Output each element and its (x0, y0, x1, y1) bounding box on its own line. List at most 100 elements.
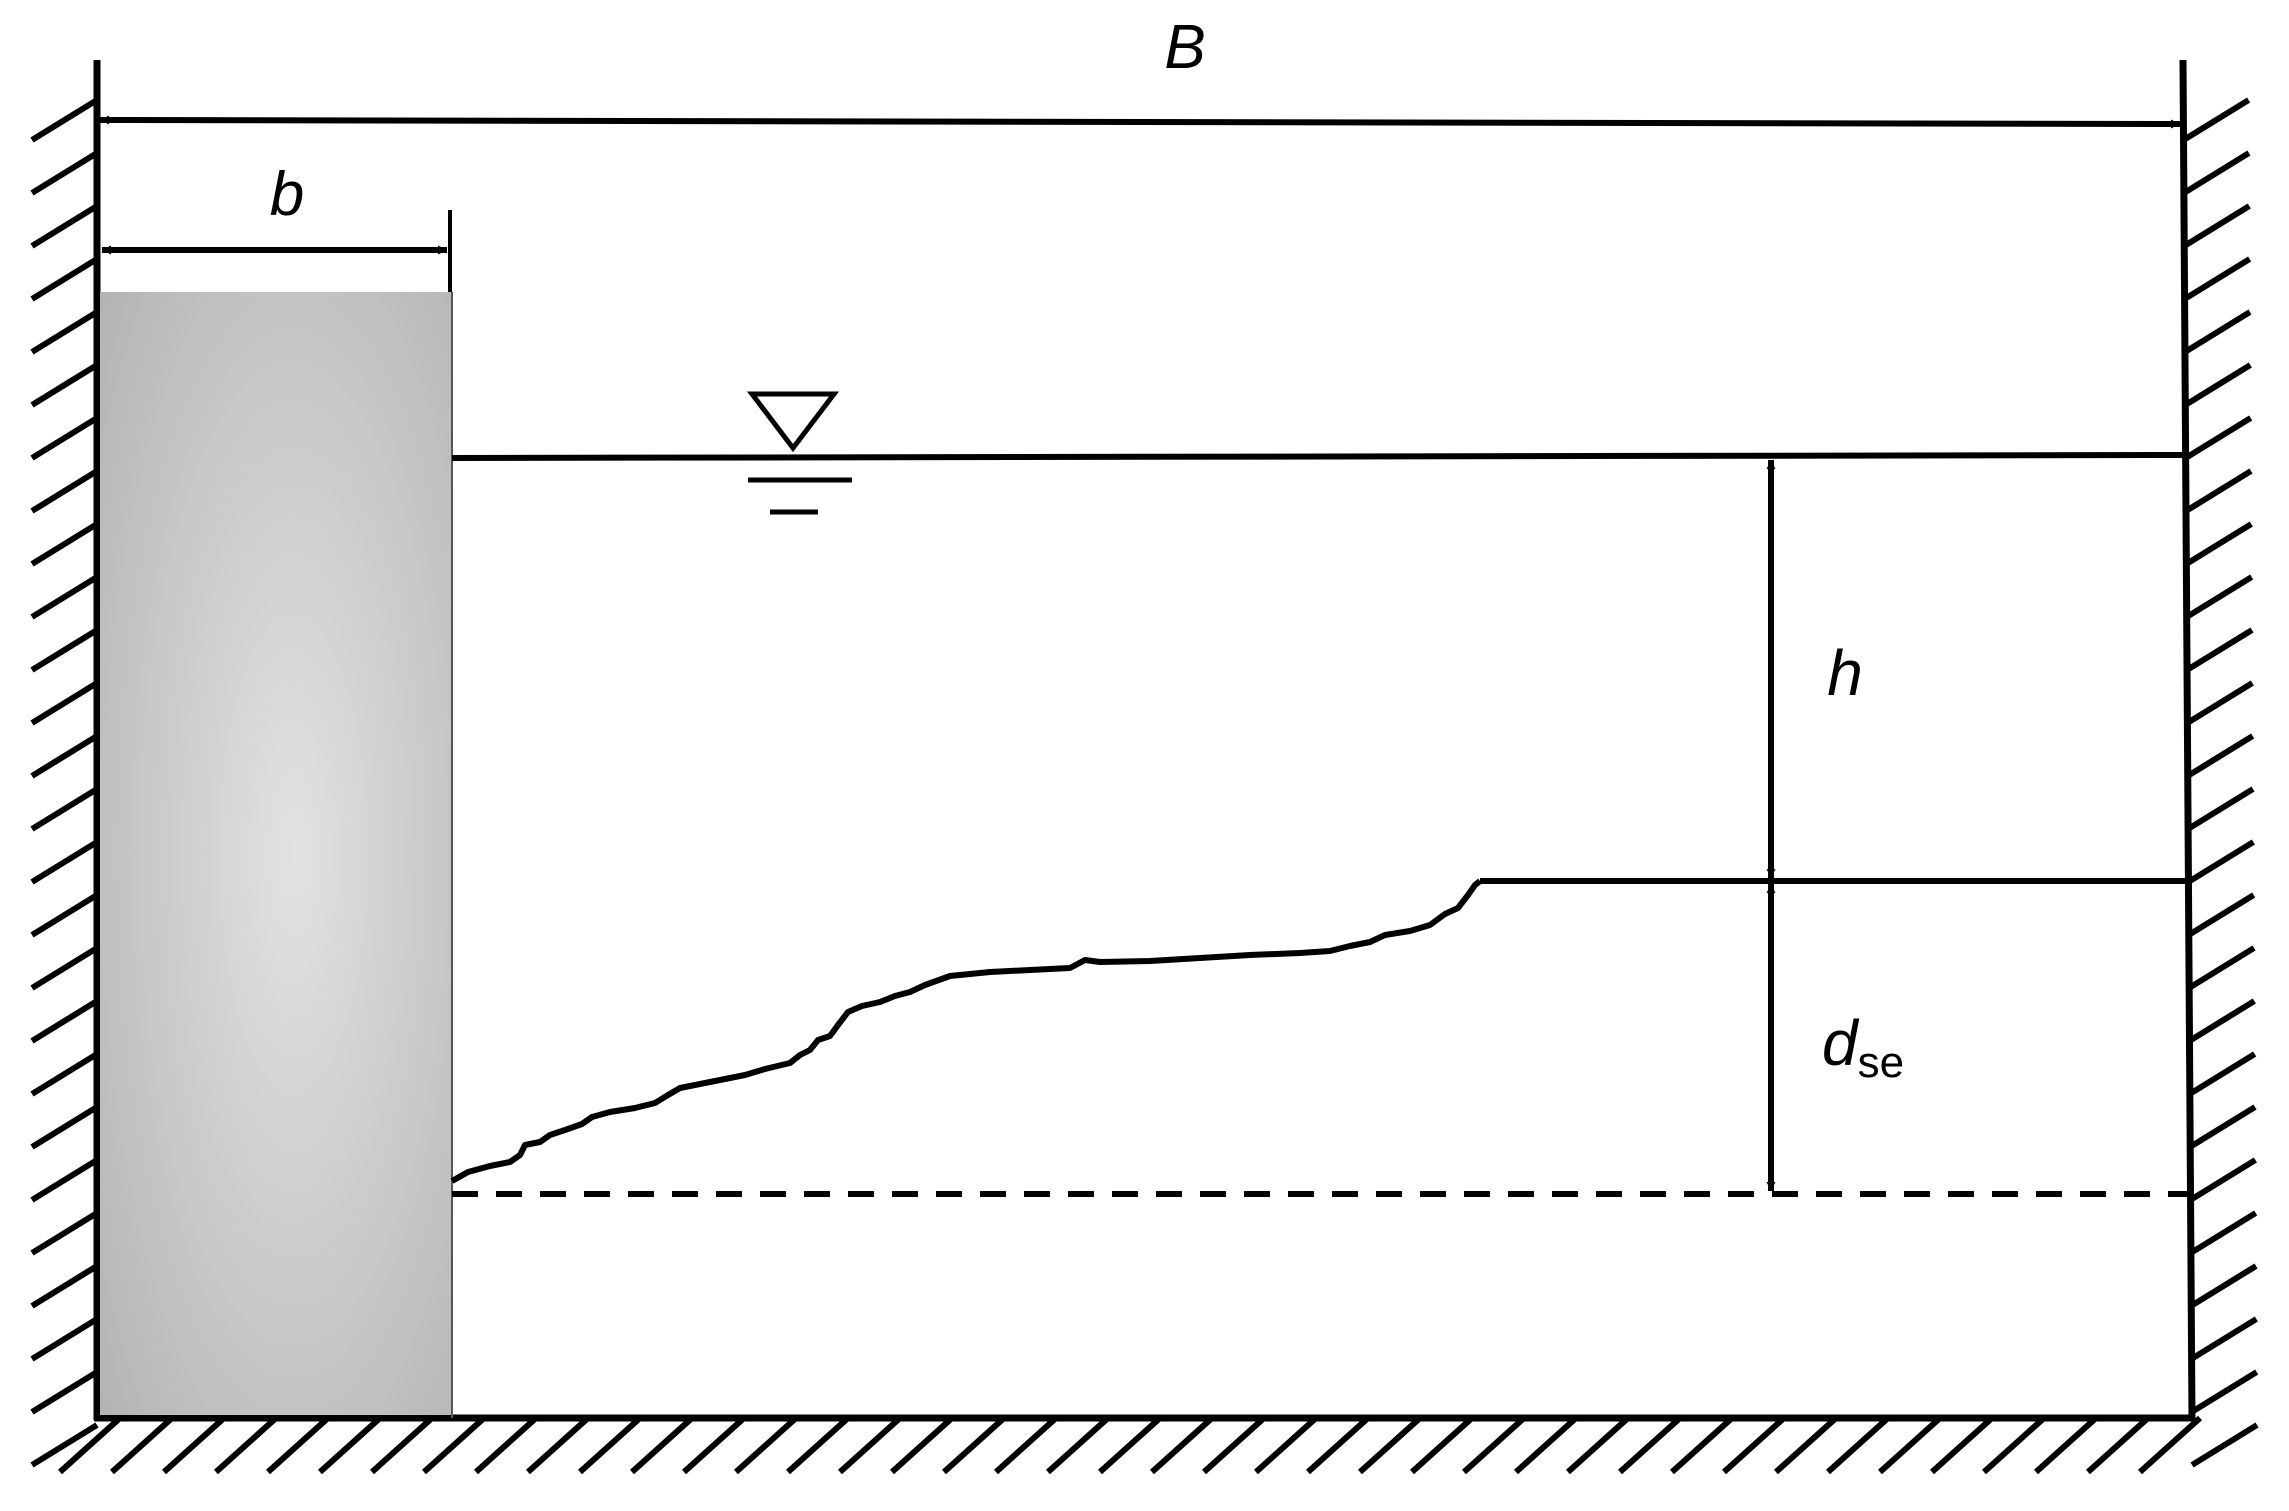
hatch-mark (1981, 1415, 2047, 1475)
scour-profile (450, 878, 1482, 1184)
hatch-mark (317, 1415, 383, 1475)
hatch-mark (1409, 1415, 1475, 1475)
hatch-mark (2189, 1210, 2258, 1256)
hatch-mark (30, 362, 99, 408)
hatch-mark (30, 1157, 99, 1203)
hatch-mark (57, 1415, 123, 1475)
hatch-mark (2185, 574, 2254, 620)
hatch-mark (1565, 1415, 1631, 1475)
hatch-mark (2185, 627, 2254, 673)
hatch-mark (1357, 1415, 1423, 1475)
h-label: h (1827, 637, 1863, 709)
hatch-mark (2188, 1157, 2257, 1203)
hatch-mark (30, 998, 99, 1044)
hatch-mark (30, 150, 99, 196)
hatch-mark (2187, 945, 2256, 991)
hatch-mark (30, 574, 99, 620)
hatch-mark (2184, 521, 2253, 567)
hatch-mark (2183, 362, 2252, 408)
hatch-mark (525, 1415, 591, 1475)
hatch-mark (30, 203, 99, 249)
hatch-mark (30, 1422, 99, 1468)
hatch-mark (2187, 998, 2256, 1044)
hatch-mark (30, 680, 99, 726)
hatch-mark (2190, 1422, 2259, 1468)
hatch-mark (2186, 786, 2255, 832)
hatch-mark (30, 733, 99, 779)
hatch-mark (30, 415, 99, 461)
hatch-mark (30, 786, 99, 832)
dse-label: dse (1822, 1007, 1904, 1087)
hatch-mark (421, 1415, 487, 1475)
hatch-mark (2033, 1415, 2099, 1475)
hatch-mark (837, 1415, 903, 1475)
hatch-mark (30, 1104, 99, 1150)
hatch-mark (2188, 1051, 2257, 1097)
hatch-mark (369, 1415, 435, 1475)
hatch-mark (2137, 1415, 2203, 1475)
hatch-mark (2189, 1263, 2258, 1309)
hatch-mark (785, 1415, 851, 1475)
hatch-mark (30, 945, 99, 991)
hatch-mark (1773, 1415, 1839, 1475)
hatch-mark (2182, 150, 2251, 196)
hatch-mark (1617, 1415, 1683, 1475)
hatch-mark (1877, 1415, 1943, 1475)
hatch-mark (1305, 1415, 1371, 1475)
hatch-mark (1045, 1415, 1111, 1475)
hatch-mark (889, 1415, 955, 1475)
B-label: B (1164, 13, 1205, 82)
hatch-mark (30, 1263, 99, 1309)
hatch-mark (2183, 309, 2252, 355)
dse-label-subscript: se (1858, 1038, 1904, 1087)
hatch-mark (473, 1415, 539, 1475)
hatch-mark (2184, 468, 2253, 514)
hatch-mark (30, 892, 99, 938)
hatch-mark (681, 1415, 747, 1475)
right-wall (2179, 59, 2196, 1421)
hatch-mark (1201, 1415, 1267, 1475)
hatch-mark (30, 1051, 99, 1097)
hatch-mark (213, 1415, 279, 1475)
hatch-mark (1149, 1415, 1215, 1475)
hatch-mark (733, 1415, 799, 1475)
hatch-mark (2085, 1415, 2151, 1475)
hatch-mark (1669, 1415, 1735, 1475)
hatch-mark (1513, 1415, 1579, 1475)
b-label: b (270, 160, 304, 229)
hatch-mark (265, 1415, 331, 1475)
hatch-mark (30, 1316, 99, 1362)
hatch-mark (2187, 892, 2256, 938)
hatch-mark (2182, 97, 2251, 143)
bottom-hatching (57, 1415, 2203, 1475)
hatch-mark (577, 1415, 643, 1475)
hatch-mark (30, 97, 99, 143)
hatch-mark (2188, 1104, 2257, 1150)
left-wall-hatching (30, 97, 99, 1468)
hatch-mark (2182, 203, 2251, 249)
hatch-mark (30, 256, 99, 302)
hatch-mark (30, 309, 99, 355)
hatch-mark (2184, 415, 2253, 461)
hatch-mark (30, 839, 99, 885)
hatch-mark (30, 1210, 99, 1256)
hatch-mark (1461, 1415, 1527, 1475)
water-surface-line (451, 452, 2188, 461)
hatch-mark (1721, 1415, 1787, 1475)
hatch-mark (2186, 839, 2255, 885)
hatch-mark (993, 1415, 1059, 1475)
hatch-mark (2185, 680, 2254, 726)
hatch-mark (1253, 1415, 1319, 1475)
hatch-mark (30, 1369, 99, 1415)
hatch-mark (30, 468, 99, 514)
hatch-mark (161, 1415, 227, 1475)
hatch-mark (2189, 1316, 2258, 1362)
hatch-mark (1097, 1415, 1163, 1475)
hatch-mark (1825, 1415, 1891, 1475)
hatch-mark (1929, 1415, 1995, 1475)
dse-label-main: d (1822, 1007, 1860, 1079)
water-surface-triangle-icon (746, 391, 852, 515)
right-wall-hatching (2182, 97, 2259, 1468)
hatch-mark (30, 627, 99, 673)
